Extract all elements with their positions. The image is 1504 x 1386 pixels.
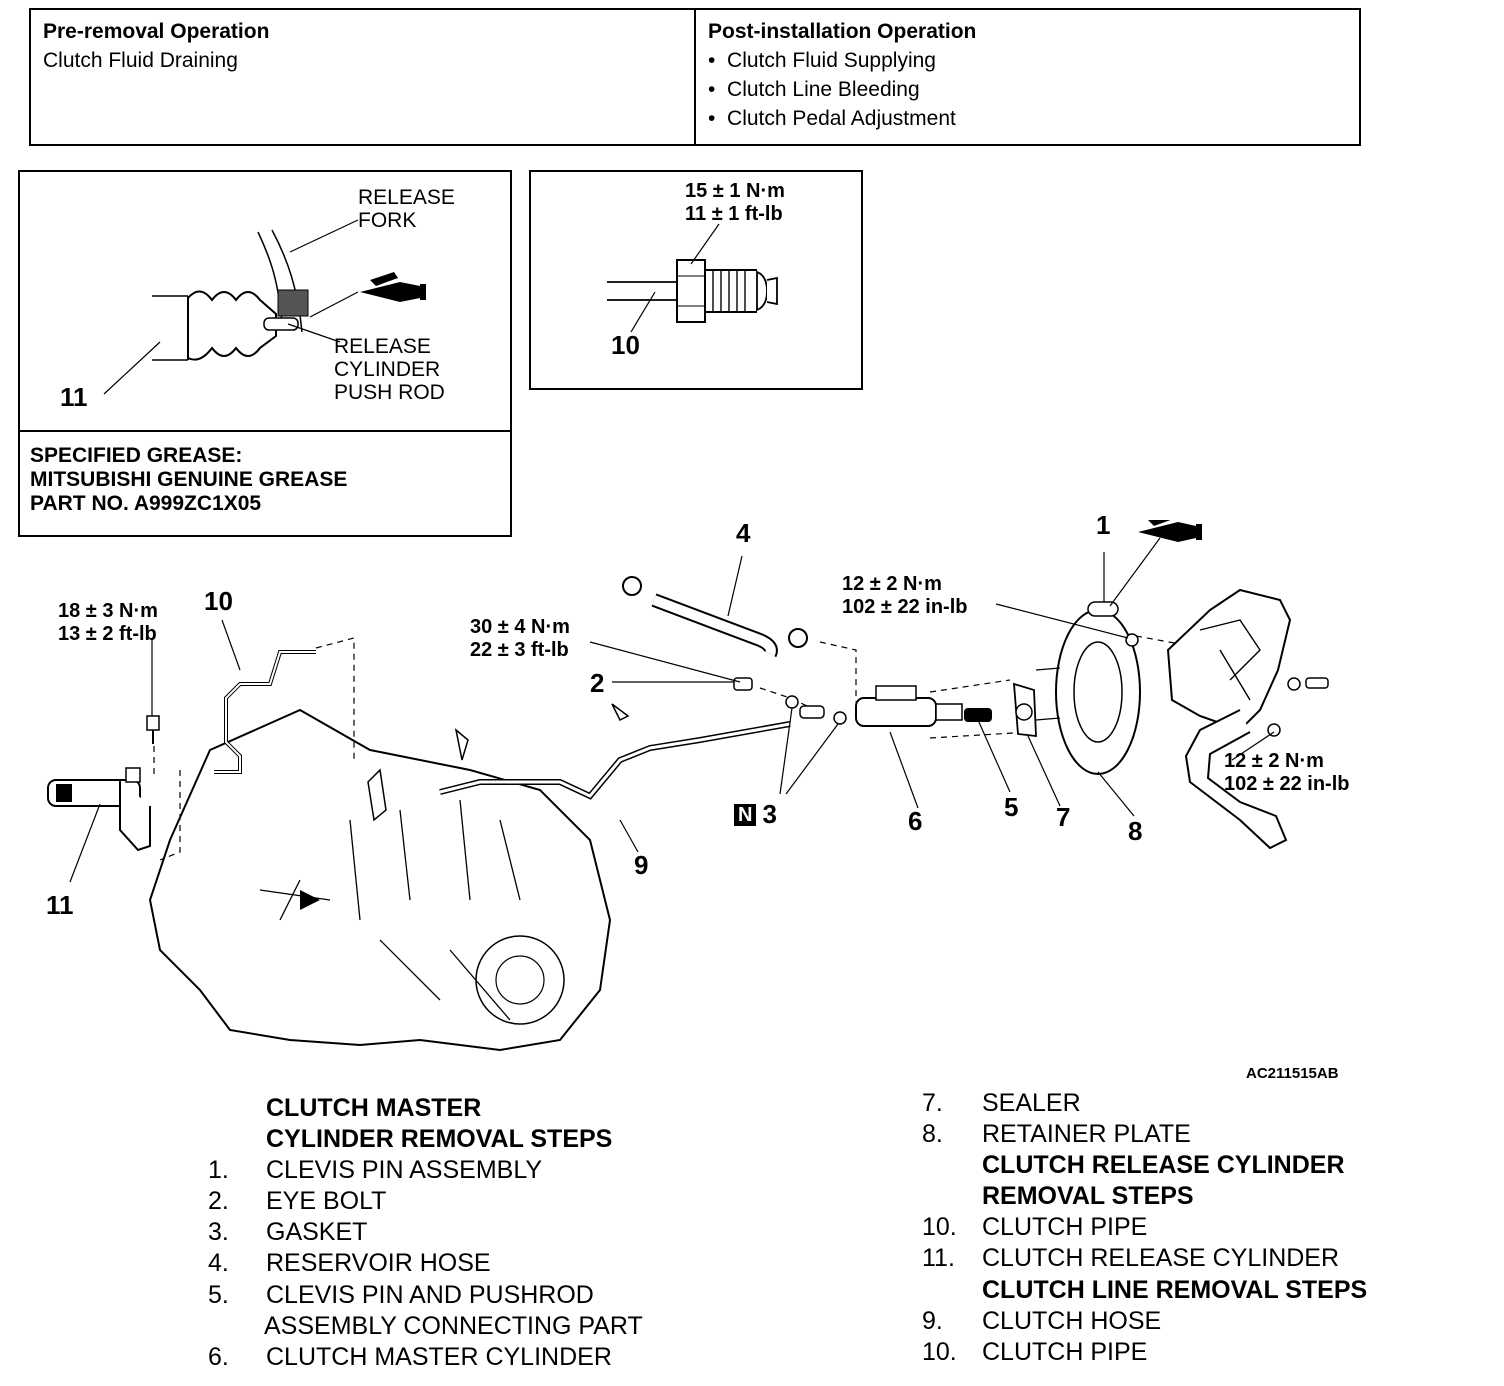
step-number: 7. bbox=[922, 1089, 943, 1117]
post-item: • Clutch Line Bleeding bbox=[708, 78, 920, 101]
operations-table: Pre-removal Operation Clutch Fluid Drain… bbox=[29, 8, 1361, 146]
step-text: RESERVOIR HOSE bbox=[266, 1249, 491, 1277]
new-part-badge: N bbox=[734, 803, 757, 826]
step-text: CLUTCH HOSE bbox=[982, 1307, 1162, 1335]
inset1-callout-11: 11 bbox=[60, 382, 88, 412]
callout-11: 11 bbox=[46, 890, 74, 920]
step-number: 10. bbox=[922, 1213, 957, 1241]
step-text: CLUTCH PIPE bbox=[982, 1338, 1148, 1366]
step-number: 11. bbox=[922, 1244, 955, 1272]
figure-code: AC211515AB bbox=[1246, 1065, 1339, 1082]
pre-removal-title: Pre-removal Operation bbox=[43, 20, 270, 43]
step-number: 2. bbox=[208, 1187, 229, 1215]
step-text: SEALER bbox=[982, 1089, 1081, 1117]
exploded-view-drawing bbox=[47, 520, 1329, 1052]
post-item: • Clutch Fluid Supplying bbox=[708, 49, 936, 72]
step-text: CLUTCH PIPE bbox=[982, 1213, 1148, 1241]
step-number: 8. bbox=[922, 1120, 943, 1148]
post-installation-list: • Clutch Fluid Supplying • Clutch Line B… bbox=[708, 46, 956, 133]
callout-2: 2 bbox=[590, 668, 605, 698]
step-text: ASSEMBLY CONNECTING PART bbox=[264, 1312, 643, 1340]
step-text: RETAINER PLATE bbox=[982, 1120, 1191, 1148]
callout-10: 10 bbox=[204, 586, 233, 616]
clutch-line-heading: CLUTCH LINE REMOVAL STEPS bbox=[982, 1276, 1368, 1304]
step-text: CLUTCH RELEASE CYLINDER bbox=[982, 1244, 1340, 1272]
callout-5: 5 bbox=[1004, 792, 1019, 822]
step-text: EYE BOLT bbox=[266, 1187, 387, 1215]
callout-3: 3 bbox=[762, 799, 777, 829]
callout-3-group: N 3 bbox=[734, 799, 777, 830]
release-cylinder-heading: CLUTCH RELEASE CYLINDER bbox=[982, 1151, 1345, 1179]
callout-1: 1 bbox=[1096, 510, 1111, 540]
inset2-callout-10: 10 bbox=[611, 330, 640, 360]
step-text: CLEVIS PIN ASSEMBLY bbox=[266, 1156, 543, 1184]
callout-7: 7 bbox=[1056, 802, 1071, 832]
grease-spec: SPECIFIED GREASE:MITSUBISHI GENUINE GREA… bbox=[30, 444, 348, 515]
step-text: CLUTCH MASTER CYLINDER bbox=[266, 1343, 612, 1371]
pre-removal-item: Clutch Fluid Draining bbox=[43, 49, 238, 72]
step-number: 9. bbox=[922, 1307, 943, 1335]
post-item: • Clutch Pedal Adjustment bbox=[708, 107, 956, 130]
release-cylinder-drawing bbox=[103, 219, 426, 395]
callout-6: 6 bbox=[908, 806, 923, 836]
release-cylinder-heading: REMOVAL STEPS bbox=[982, 1182, 1194, 1210]
grease-gun-icon bbox=[1138, 520, 1202, 542]
callout-9: 9 bbox=[634, 850, 649, 880]
step-number: 4. bbox=[208, 1249, 229, 1277]
grease-gun-icon bbox=[360, 272, 426, 302]
step-number: 5. bbox=[208, 1281, 229, 1309]
inset1-divider bbox=[20, 430, 510, 432]
step-number: 10. bbox=[922, 1338, 957, 1366]
step-number: 6. bbox=[208, 1343, 229, 1371]
step-number: 3. bbox=[208, 1218, 229, 1246]
callout-4: 4 bbox=[736, 518, 751, 548]
step-number: 1. bbox=[208, 1156, 229, 1184]
callout-8: 8 bbox=[1128, 816, 1143, 846]
step-text: GASKET bbox=[266, 1218, 368, 1246]
step-text: CLEVIS PIN AND PUSHROD bbox=[266, 1281, 594, 1309]
post-installation-title: Post-installation Operation bbox=[708, 20, 977, 43]
operations-divider bbox=[694, 10, 696, 146]
flare-nut-drawing bbox=[607, 223, 778, 333]
